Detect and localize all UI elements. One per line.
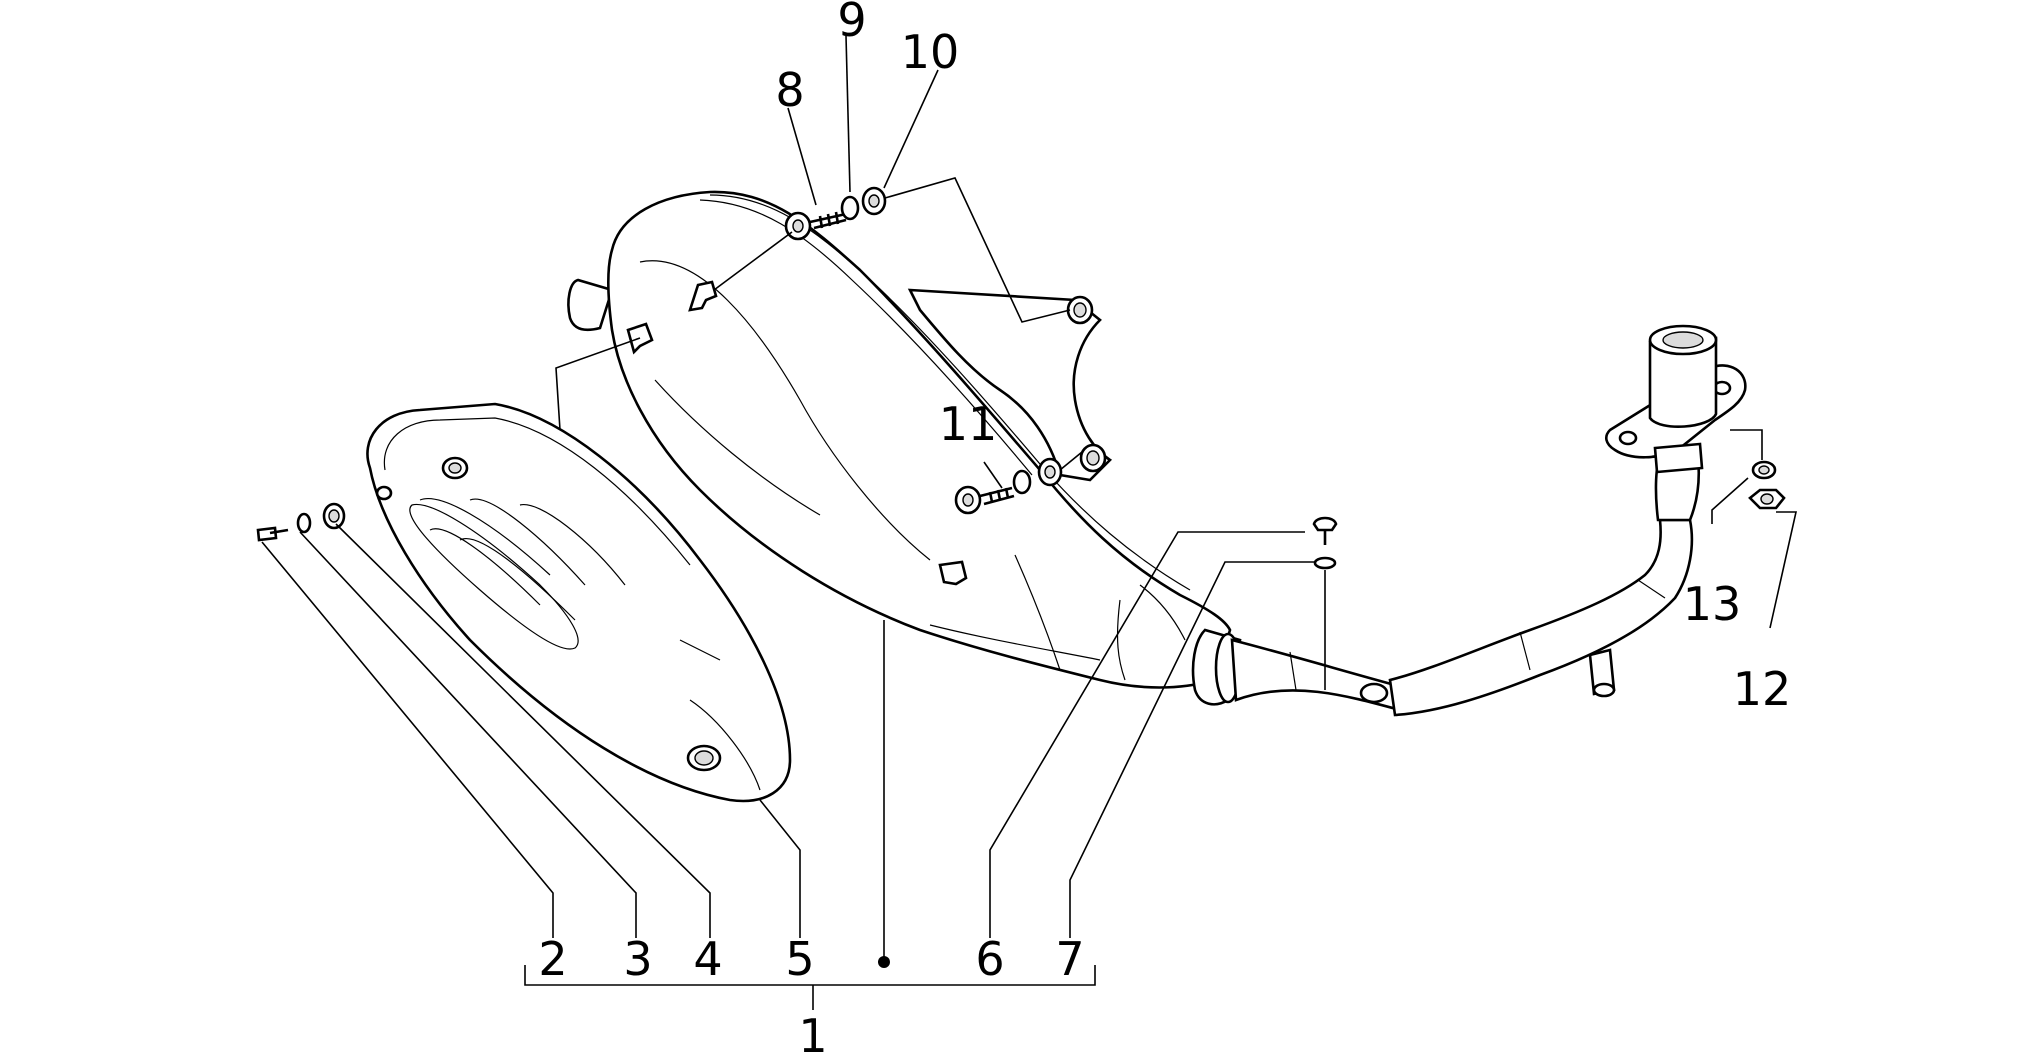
middle-bolt (954, 485, 1015, 515)
flange-nut (1748, 488, 1786, 510)
heat-shield (366, 402, 792, 803)
small-screw (256, 526, 289, 542)
center-washer (1313, 556, 1337, 570)
rubber-grommet (322, 502, 346, 530)
callout-6: 6 (975, 932, 1004, 986)
callout-11: 11 (939, 397, 998, 451)
callout-7: 7 (1055, 932, 1084, 986)
callout-13: 13 (1683, 577, 1742, 631)
flange-washer (1751, 460, 1777, 480)
small-washer (296, 512, 312, 534)
middle-flat-washer (1037, 457, 1063, 487)
leader-lines (261, 35, 1797, 1010)
callout-4: 4 (693, 932, 722, 986)
middle-spring-washer (1012, 469, 1032, 495)
callout-5: 5 (785, 932, 814, 986)
assembly-dot-marker (878, 956, 890, 968)
pipe-mount-boss (1359, 682, 1389, 704)
top-flat-washer (861, 186, 887, 216)
center-bolt (1312, 516, 1338, 545)
top-spring-washer (840, 195, 860, 221)
callout-12: 12 (1733, 662, 1792, 716)
callout-1: 1 (798, 1009, 827, 1056)
muffler (567, 190, 1232, 689)
callout-2: 2 (538, 932, 567, 986)
exhaust-header-pipe (1191, 324, 1747, 717)
callout-10: 10 (901, 25, 960, 79)
callout-8: 8 (775, 63, 804, 117)
callout-9: 9 (837, 0, 866, 47)
callout-3: 3 (623, 932, 652, 986)
